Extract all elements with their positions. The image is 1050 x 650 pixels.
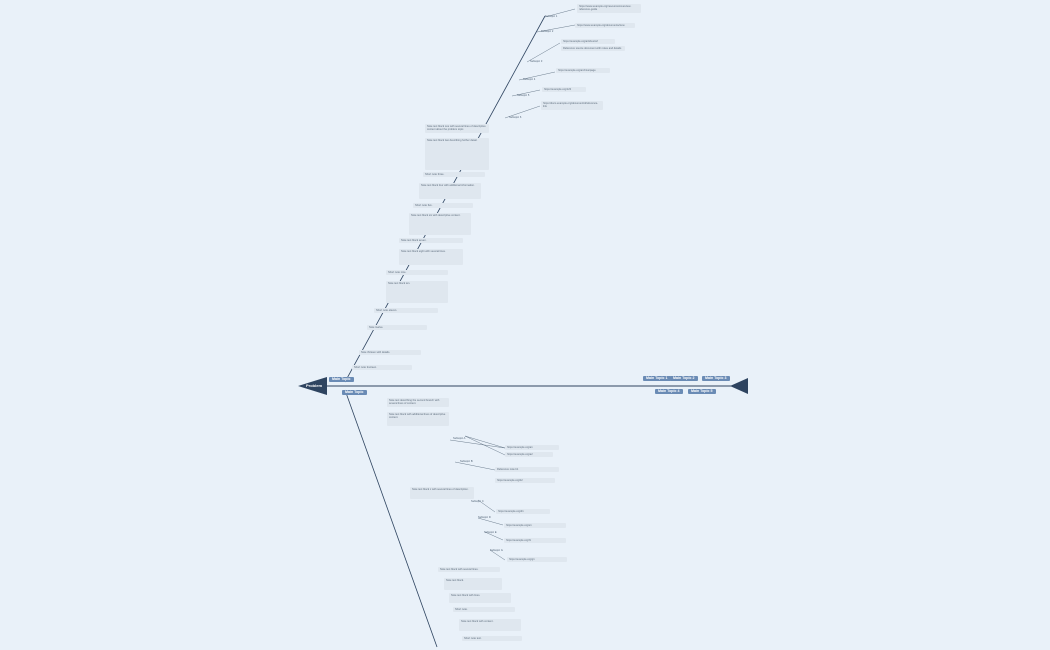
upper-note-2: Note text block two describing further d… (425, 138, 489, 170)
right-topic-4[interactable]: Main Topic 4 (655, 389, 683, 394)
upper-subtopic-1-note: https://www.example.org/resources/overvi… (577, 4, 641, 13)
lower-subtopic-d[interactable]: Subtopic D (478, 516, 491, 519)
upper-note-8: Note text block eight with several lines… (399, 249, 463, 265)
lower-subtopic-a-note-1: https://example.org/a1 (505, 445, 559, 451)
lower-bone (344, 389, 438, 648)
upper-subtopic-3-note-1: https://example.org/articles/ref (561, 39, 615, 45)
upper-note-14: Short note fourteen. (352, 365, 412, 371)
lower-tail-note-4: Short note. (453, 607, 515, 613)
upper-note-7: Note text block seven. (399, 238, 463, 244)
lower-subtopic-f-note: https://example.org/f1 (504, 538, 566, 544)
lower-tail-note-5: Note text block with content. (459, 619, 521, 631)
right-topic-3[interactable]: Main Topic 3 (702, 376, 730, 381)
upper-subtopic-3[interactable]: Subtopic 3 (530, 60, 543, 63)
problem-label: Problem (306, 383, 323, 388)
lower-subtopic-b-note-2: https://example.org/b2 (495, 478, 555, 484)
upper-subtopic-6[interactable]: Subtopic 6 (509, 116, 522, 119)
lower-tail-note-3: Note text block with lines. (449, 593, 511, 603)
right-topic-5[interactable]: Main Topic 5 (688, 389, 716, 394)
lower-subtopic-a-note-2: https://example.org/a2 (505, 452, 553, 458)
upper-note-3: Short note three. (423, 172, 485, 178)
lower-subtopic-b-note-1: Reference note b1 (495, 467, 559, 473)
upper-subtopic-4-note: https://example.org/archive/page (556, 68, 610, 74)
upper-note-4: Note text block four with additional inf… (419, 183, 481, 199)
upper-subtopic-5-note: https://example.org/123 (542, 87, 586, 93)
main-topic-lower[interactable]: Main Topic (342, 390, 367, 395)
upper-note-1: Note text block one with several lines o… (425, 124, 489, 133)
upper-subtopic-3-note-2: Reference source document with notes and… (561, 46, 625, 52)
lower-subtopic-b[interactable]: Subtopic B (460, 460, 473, 463)
lower-subtopic-e[interactable]: Subtopic E (484, 531, 497, 534)
lower-tail-note-2: Note text block. (444, 578, 502, 590)
upper-subtopic-2-note: https://www.example.org/documents/view (575, 23, 635, 29)
upper-note-6: Note text block six with descriptive con… (409, 213, 471, 235)
upper-note-9: Short note nine. (386, 270, 448, 276)
lower-note-1: Note text describing the second branch w… (387, 398, 449, 407)
upper-subtopic-1[interactable]: Subtopic 1 (545, 15, 558, 18)
upper-bone (344, 15, 546, 383)
lower-subtopic-c-note: Note text block c with several lines of … (410, 487, 474, 499)
upper-subtopic-2[interactable]: Subtopic 2 (541, 30, 554, 33)
upper-subtopic-6-note: https://docs.example.org/document/d/refe… (541, 101, 603, 110)
lower-subtopic-d-note: https://example.org/d1 (496, 509, 550, 515)
lower-subtopic-g[interactable]: Subtopic G (490, 549, 503, 552)
upper-note-12: Note twelve. (367, 325, 427, 331)
upper-note-10: Note text block ten. (386, 281, 448, 303)
lower-tail-note-1: Note text block with several lines. (438, 567, 500, 573)
upper-note-5: Short note five. (413, 203, 473, 209)
fish-head (298, 377, 327, 395)
right-topic-2[interactable]: Main Topic 2 (670, 376, 698, 381)
lower-subtopic-e-note: https://example.org/e1 (504, 523, 566, 529)
upper-subtopic-5[interactable]: Subtopic 5 (517, 94, 530, 97)
fish-tail (730, 378, 748, 394)
lower-subtopic-a[interactable]: Subtopic A (453, 437, 466, 440)
lower-subtopic-c[interactable]: Subtopic C (471, 500, 484, 503)
right-topic-1[interactable]: Main Topic 1 (643, 376, 671, 381)
upper-note-13: Note thirteen with details. (359, 350, 421, 356)
main-topic-upper[interactable]: Main Topic (329, 377, 354, 382)
upper-note-11: Short note eleven. (374, 308, 438, 314)
lower-note-2: Note text block with additional lines of… (387, 412, 449, 426)
upper-subtopic-4[interactable]: Subtopic 4 (523, 78, 536, 81)
lower-tail-note-6: Short note text. (462, 636, 522, 642)
lower-subtopic-g-note: https://example.org/g1 (507, 557, 567, 563)
